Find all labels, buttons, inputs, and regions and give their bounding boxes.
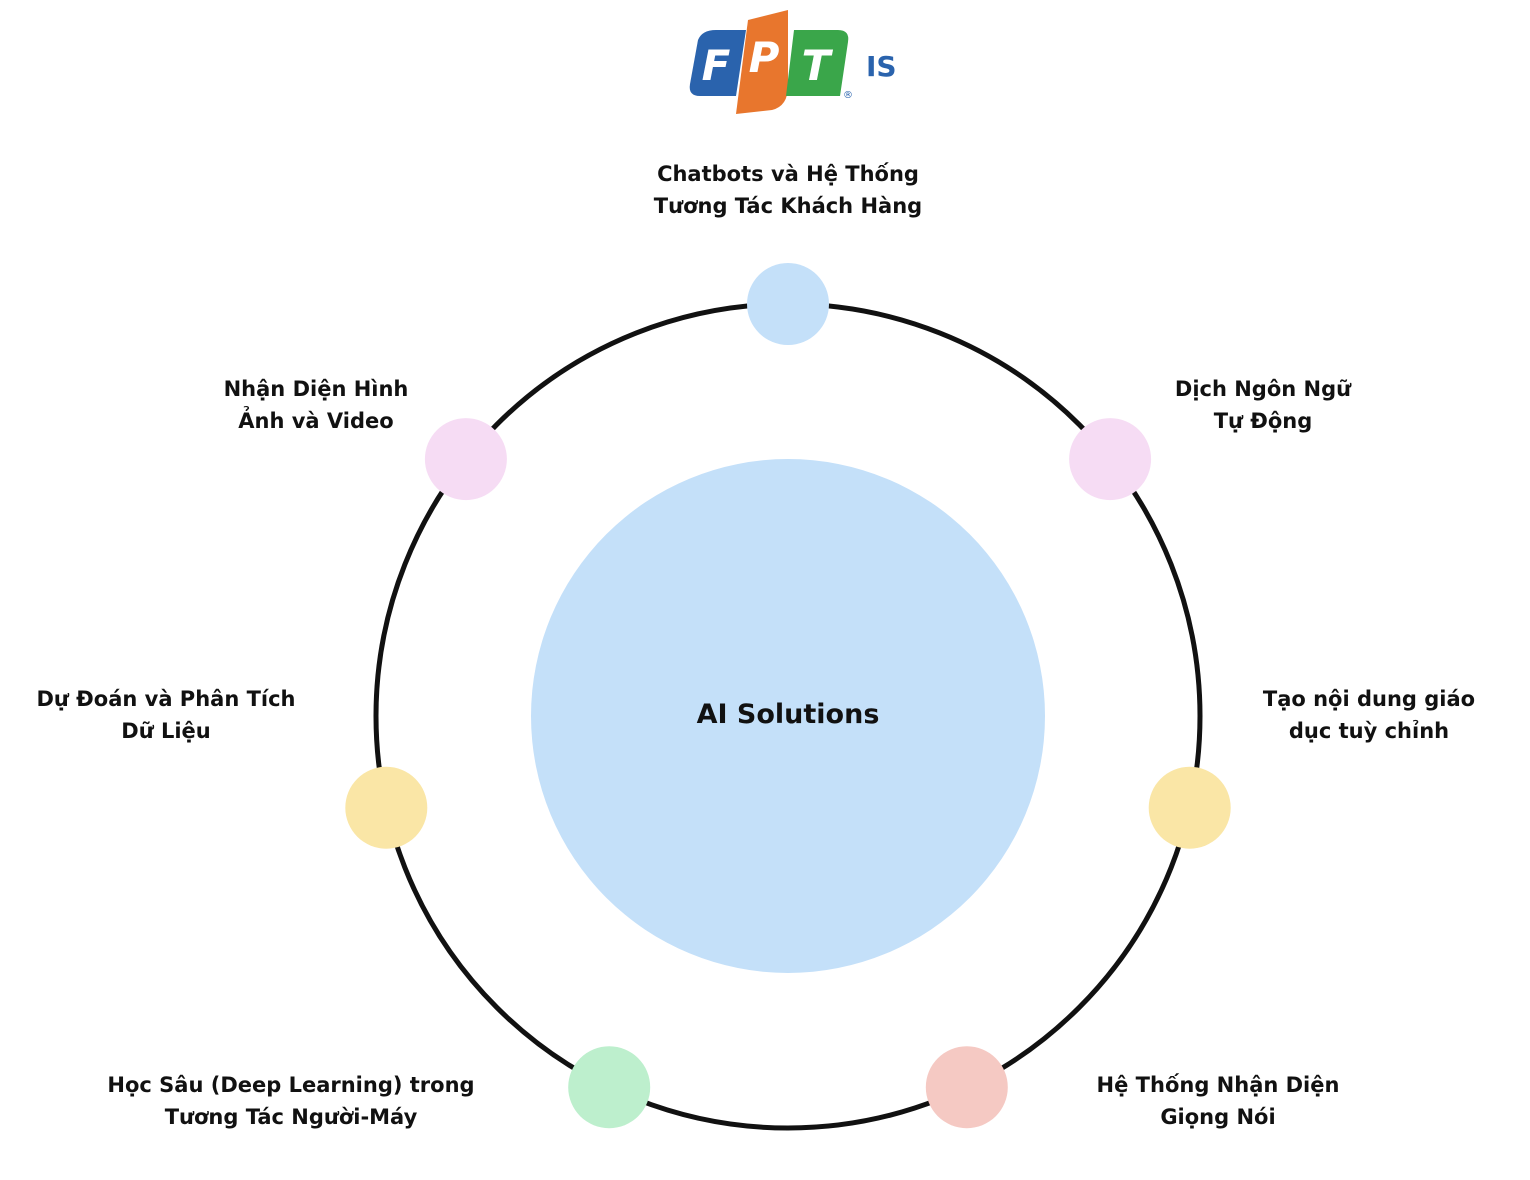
- node-dot-speech: [925, 1046, 1008, 1129]
- svg-text:P: P: [749, 33, 780, 82]
- fpt-letter-p-tile: P: [736, 10, 788, 114]
- fpt-is-logo: F P T ® IS: [689, 10, 897, 114]
- label-prediction: Dự Đoán và Phân Tích Dữ Liệu: [36, 687, 296, 743]
- node-dot-prediction: [345, 766, 428, 849]
- registered-mark: ®: [843, 90, 853, 101]
- label-chatbots: Chatbots và Hệ Thống Tương Tác Khách Hàn…: [653, 162, 923, 218]
- node-dot-vision: [424, 418, 507, 501]
- node-dot-chatbots: [747, 263, 829, 345]
- node-dot-deep-learning: [568, 1046, 651, 1129]
- node-dot-education: [1148, 766, 1231, 849]
- label-translation: Dịch Ngôn Ngữ Tự Động: [1174, 377, 1352, 433]
- label-deep-learning: Học Sâu (Deep Learning) trong Tương Tác …: [107, 1073, 475, 1129]
- node-dot-translation: [1069, 418, 1152, 501]
- center-title: AI Solutions: [696, 699, 880, 730]
- svg-text:F: F: [702, 41, 731, 90]
- label-speech: Hệ Thống Nhận Diện Giọng Nói: [1096, 1073, 1340, 1129]
- label-education: Tạo nội dung giáo dục tuỳ chỉnh: [1262, 687, 1476, 743]
- center-circle: [531, 459, 1045, 973]
- node-layer: [345, 263, 1231, 1129]
- label-vision: Nhận Diện Hình Ảnh và Video: [223, 377, 409, 433]
- logo-suffix: IS: [866, 50, 897, 83]
- fpt-letter-f-tile: F: [689, 30, 746, 96]
- fpt-letter-t-tile: T: [786, 30, 849, 96]
- svg-text:T: T: [802, 41, 834, 90]
